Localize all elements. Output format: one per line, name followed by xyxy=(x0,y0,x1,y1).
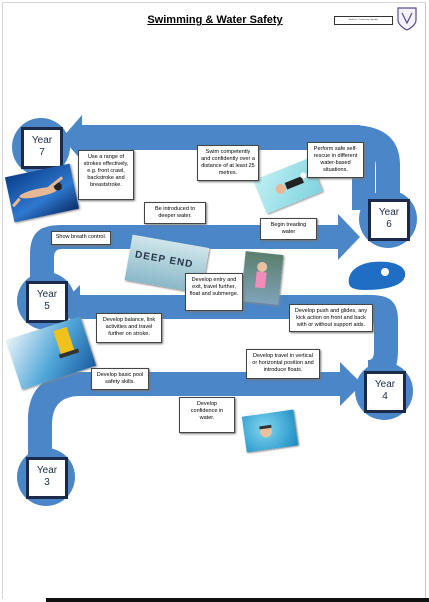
deep-end-text: DEEP END xyxy=(134,249,195,271)
note-range-of-strokes: Use a range of strokes effectively, e.g.… xyxy=(78,150,134,200)
arrow-segment-year4-bend xyxy=(368,295,398,384)
bottom-bar xyxy=(46,598,429,602)
swimmer-front-crawl-photo xyxy=(4,163,80,223)
year-4-label: Year xyxy=(374,379,396,390)
note-entry-exit: Develop entry and exit, travel further, … xyxy=(185,273,243,311)
year-6-label: Year xyxy=(378,207,400,218)
year-4-marker: Year 4 xyxy=(364,371,406,413)
year-3-label: Year xyxy=(36,465,58,476)
note-swim-25-metres: Swim competently and confidently over a … xyxy=(197,145,259,181)
note-deeper-water: Be introduced to deeper water. xyxy=(144,202,206,224)
note-pool-safety: Develop basic pool safety skills. xyxy=(91,368,149,390)
year-4-number: 4 xyxy=(382,391,388,402)
page-title: Swimming & Water Safety xyxy=(147,14,283,26)
school-crest-icon xyxy=(397,7,417,31)
note-treading-water: Begin treading water xyxy=(260,218,317,240)
school-values-box: Ambition • Community • Equality xyxy=(334,16,393,25)
kickboard-icon xyxy=(348,261,406,290)
year-7-label: Year xyxy=(31,135,53,146)
note-travel-floats: Develop travel in vertical or horizontal… xyxy=(246,349,320,379)
year-7-marker: Year 7 xyxy=(21,127,63,169)
year-3-marker: Year 3 xyxy=(26,457,68,499)
year-6-marker: Year 6 xyxy=(368,199,410,241)
year-5-number: 5 xyxy=(44,301,50,312)
year-7-number: 7 xyxy=(39,147,45,158)
note-balance-link: Develop balance, link activities and tra… xyxy=(96,313,162,343)
year-5-marker: Year 5 xyxy=(26,281,68,323)
floating-child-photo xyxy=(253,158,323,214)
year-6-number: 6 xyxy=(386,219,392,230)
note-push-and-glides: Develop push and glides, any kick action… xyxy=(289,304,373,332)
note-self-rescue: Perform safe self-rescue in different wa… xyxy=(307,142,364,178)
year-3-number: 3 xyxy=(44,477,50,488)
child-in-pool-photo xyxy=(240,251,284,305)
pool-lane-photo xyxy=(5,316,97,390)
note-breath-control: Show breath control. xyxy=(51,231,111,245)
note-confidence: Develop confidence in water. xyxy=(179,397,235,433)
arrow-segment-year6-to-year7 xyxy=(62,115,360,161)
underwater-child-photo xyxy=(241,409,299,453)
year-5-label: Year xyxy=(36,289,58,300)
